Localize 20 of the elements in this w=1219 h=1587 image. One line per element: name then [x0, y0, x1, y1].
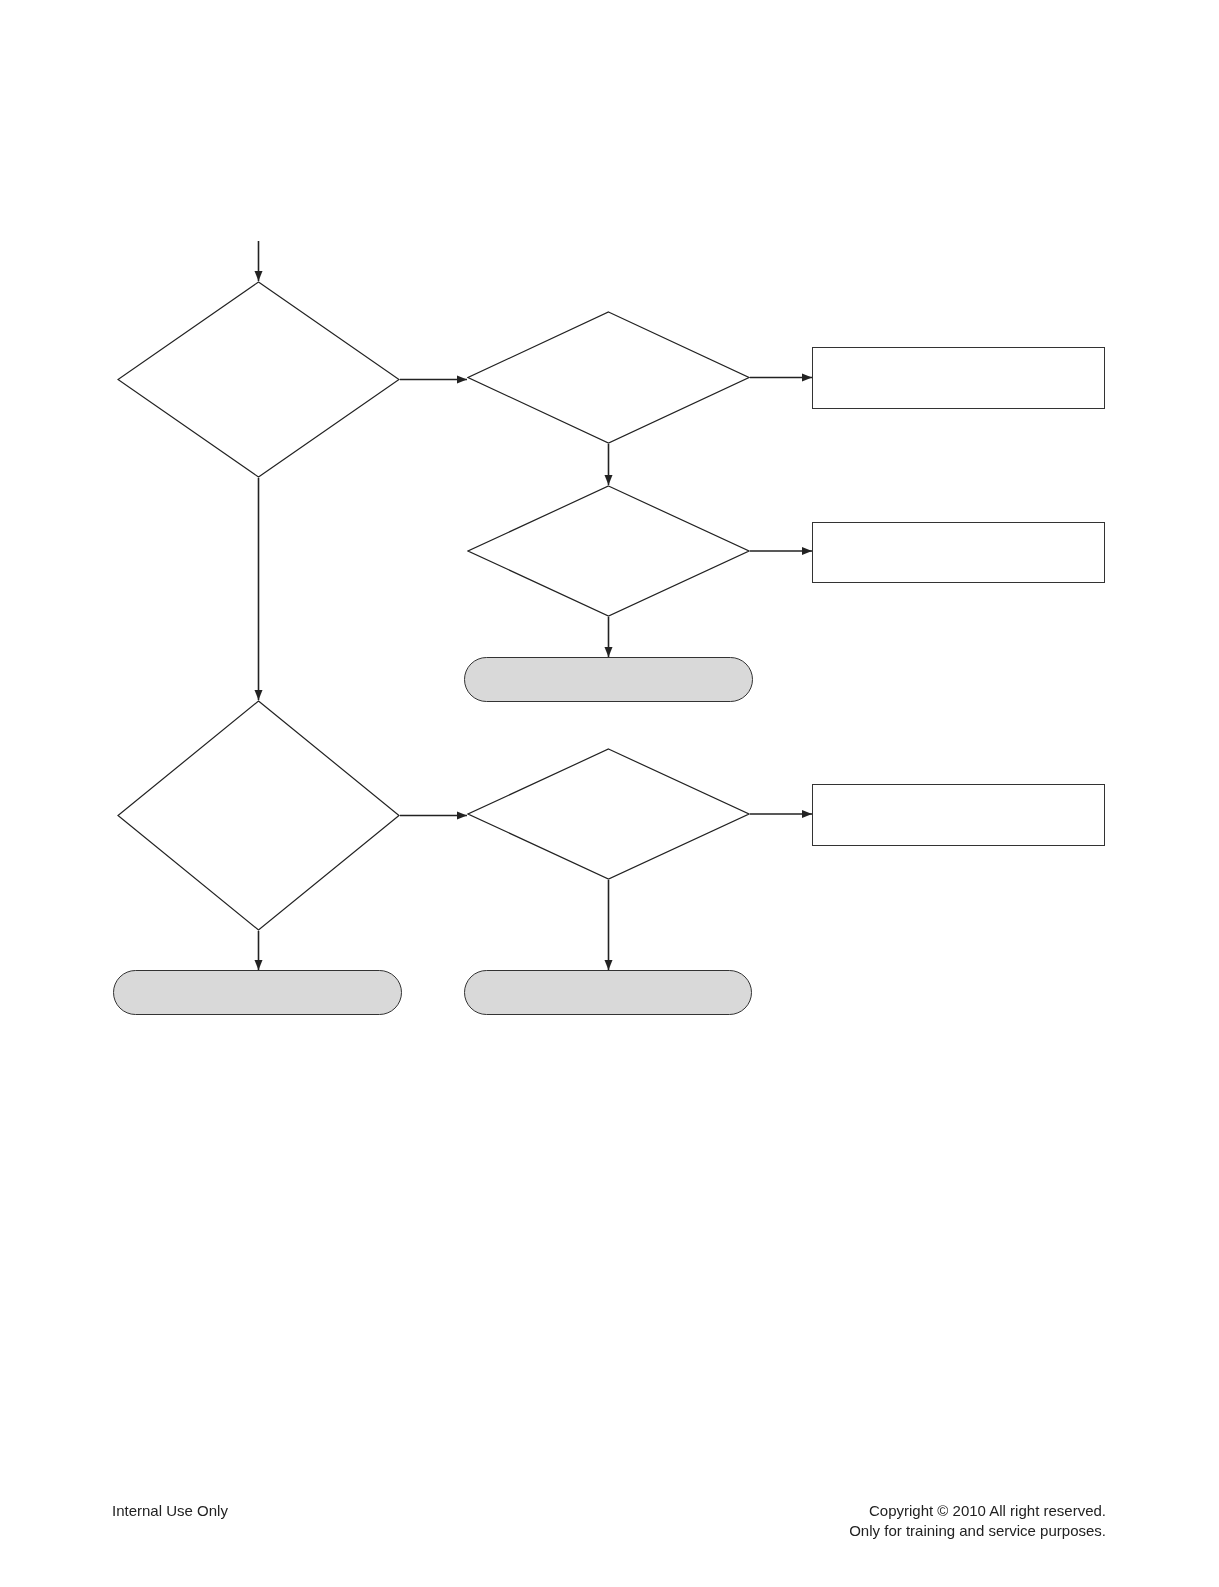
- terminal-capsule: [464, 657, 753, 702]
- footer-note: Only for training and service purposes.: [849, 1521, 1106, 1541]
- terminal-capsule: [113, 970, 402, 1015]
- arrow: [254, 240, 263, 282]
- arrow: [604, 616, 613, 658]
- process-box: [812, 522, 1105, 583]
- arrow: [254, 477, 263, 701]
- terminal-capsule: [464, 970, 752, 1015]
- arrow: [604, 443, 613, 486]
- arrow: [749, 373, 813, 382]
- arrow: [749, 547, 813, 555]
- arrow: [399, 375, 468, 384]
- arrow: [749, 810, 813, 818]
- footer-note: Copyright © 2010 All right reserved.: [869, 1501, 1106, 1521]
- footer-note: Internal Use Only: [112, 1501, 228, 1521]
- arrow: [604, 879, 613, 971]
- arrow: [399, 811, 468, 820]
- arrow: [254, 930, 263, 971]
- process-box: [812, 347, 1105, 409]
- process-box: [812, 784, 1105, 846]
